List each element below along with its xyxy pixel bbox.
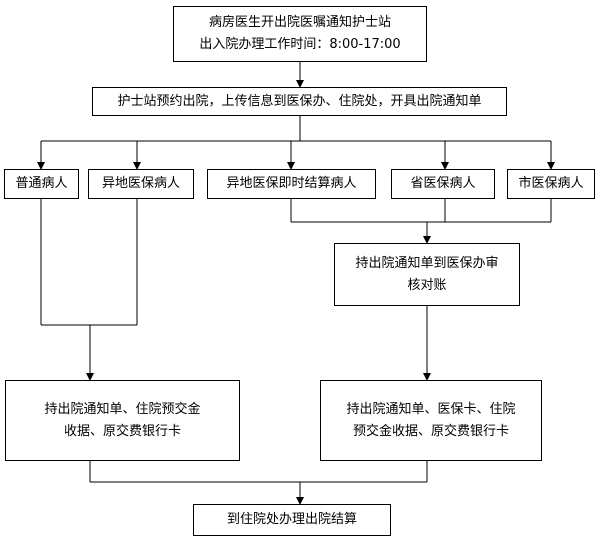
booking-box: 护士站预约出院，上传信息到医保办、住院处，开具出院通知单 — [92, 87, 507, 116]
ordinary-patient-box: 普通病人 — [4, 169, 79, 199]
booking-label: 护士站预约出院，上传信息到医保办、住院处，开具出院通知单 — [117, 93, 482, 109]
docs-left-box: 持出院通知单、住院预交金 收据、原交费银行卡 — [5, 380, 240, 461]
start-box: 病房医生开出院医嘱通知护士站 出入院办理工作时间：8:00-17:00 — [173, 6, 427, 62]
start-line-2: 出入院办理工作时间：8:00-17:00 — [199, 37, 401, 52]
remote-instant-settlement-patient-box: 异地医保即时结算病人 — [207, 169, 376, 199]
remote-instant-settlement-label: 异地医保即时结算病人 — [226, 176, 357, 191]
final-settlement-label: 到住院处办理出院结算 — [226, 512, 357, 527]
final-settlement-box: 到住院处办理出院结算 — [193, 504, 391, 536]
audit-line-2: 核对账 — [407, 277, 447, 293]
city-insured-patient-box: 市医保病人 — [507, 169, 595, 199]
provincial-insured-patient-label: 省医保病人 — [410, 176, 476, 191]
docs-right-box: 持出院通知单、医保卡、住院 预交金收据、原交费银行卡 — [320, 380, 542, 461]
docs-left-line-2: 收据、原交费银行卡 — [63, 423, 181, 439]
docs-left-line-1: 持出院通知单、住院预交金 — [44, 401, 201, 417]
audit-line-1: 持出院通知单到医保办审 — [355, 255, 499, 271]
docs-right-line-1: 持出院通知单、医保卡、住院 — [346, 401, 516, 417]
provincial-insured-patient-box: 省医保病人 — [391, 169, 495, 199]
remote-insured-patient-box: 异地医保病人 — [88, 169, 194, 199]
remote-insured-patient-label: 异地医保病人 — [101, 176, 180, 191]
city-insured-patient-label: 市医保病人 — [518, 176, 584, 191]
audit-box: 持出院通知单到医保办审 核对账 — [334, 243, 520, 306]
docs-right-line-2: 预交金收据、原交费银行卡 — [352, 423, 509, 439]
start-line-1: 病房医生开出院医嘱通知护士站 — [208, 15, 391, 30]
ordinary-patient-label: 普通病人 — [15, 176, 68, 191]
